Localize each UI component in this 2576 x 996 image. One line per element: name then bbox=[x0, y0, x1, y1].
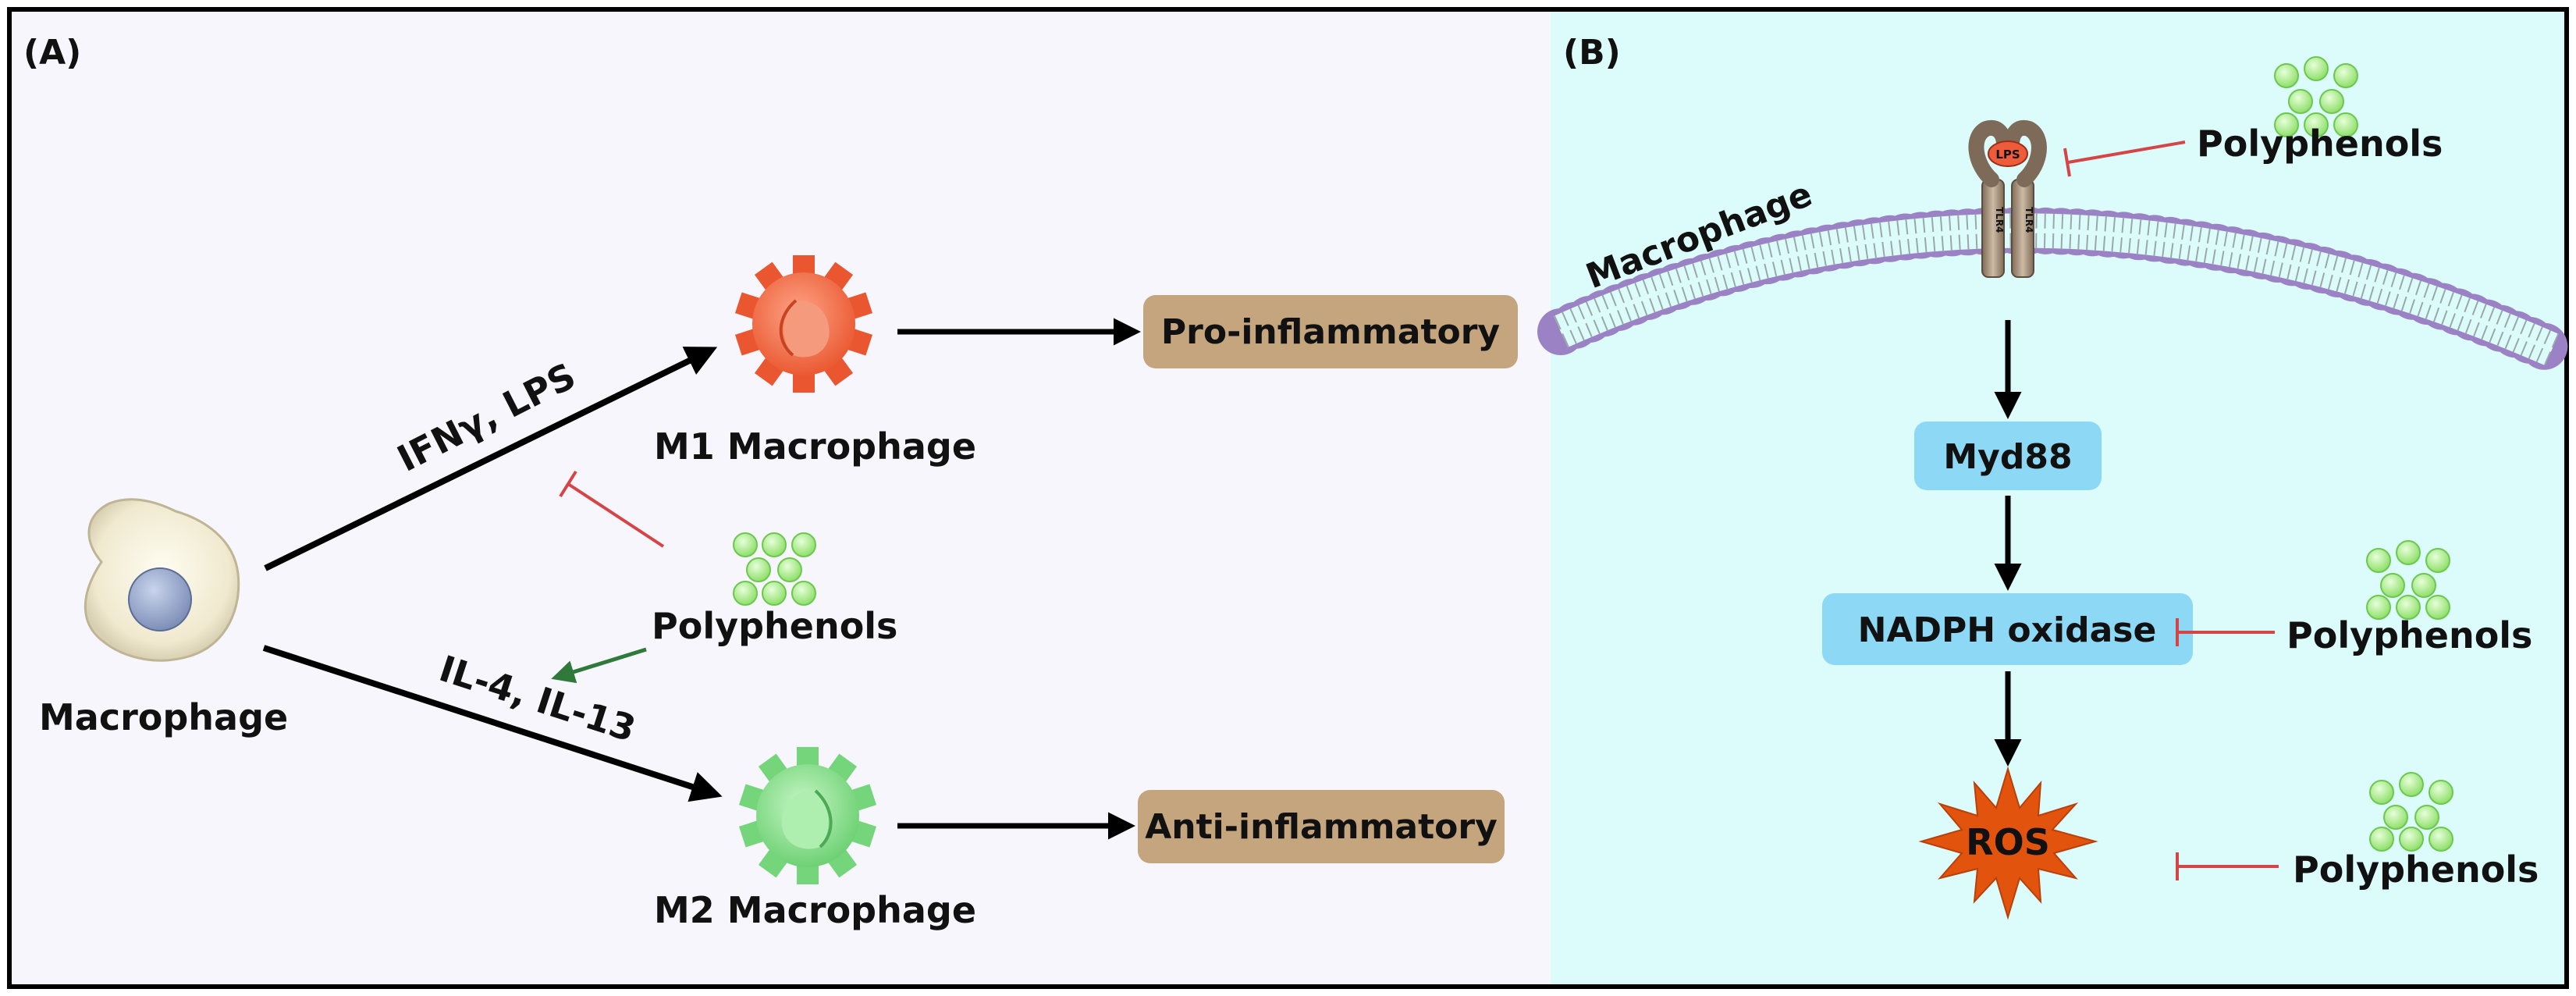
inhibition-line-ros bbox=[2176, 852, 2279, 880]
ros-burst-icon bbox=[1918, 766, 2098, 920]
nadph-oxidase-label: NADPH oxidase bbox=[1858, 610, 2157, 650]
polyphenol-dots-icon bbox=[733, 532, 816, 606]
polyphenol-dots-top-icon bbox=[2274, 56, 2358, 137]
polyphenols-mid-label: Polyphenols bbox=[2286, 614, 2532, 656]
m1-macrophage-label: M1 Macrophage bbox=[654, 425, 976, 468]
polyphenols-top-label: Polyphenols bbox=[2197, 123, 2443, 165]
cell-membrane bbox=[1537, 207, 2575, 373]
figure-border bbox=[7, 7, 2569, 989]
lps-ligand-icon: LPS bbox=[1988, 141, 2028, 167]
nadph-oxidase-box bbox=[1822, 593, 2193, 665]
promotion-arrow-m2 bbox=[551, 647, 647, 684]
anti-inflammatory-label: Anti-inflammatory bbox=[1145, 807, 1498, 847]
inhibition-line-tlr4 bbox=[2063, 141, 2186, 177]
tlr4-right-label: TLR4 bbox=[2023, 207, 2034, 233]
m1-macrophage-icon bbox=[734, 255, 873, 393]
myd88-label: Myd88 bbox=[1943, 437, 2072, 477]
m2-macrophage-icon bbox=[738, 747, 877, 884]
ros-label: ROS bbox=[1966, 821, 2050, 863]
inhibition-line-m1 bbox=[559, 470, 665, 548]
polyphenol-dots-bottom-icon bbox=[2369, 772, 2453, 852]
anti-inflammatory-box bbox=[1138, 790, 1505, 863]
myd88-box bbox=[1914, 422, 2102, 490]
resting-macrophage-label: Macrophage bbox=[39, 696, 288, 738]
tlr4-receptor-icon: TLR4 TLR4 bbox=[1968, 119, 2047, 278]
pro-inflammatory-label: Pro-inflammatory bbox=[1161, 312, 1500, 352]
polyphenols-a-label: Polyphenols bbox=[652, 605, 897, 647]
arrow-to-m1 bbox=[264, 347, 718, 571]
inhibition-line-nadph bbox=[2176, 618, 2275, 646]
polyphenols-bottom-label: Polyphenols bbox=[2293, 848, 2539, 891]
panel-b-label: (B) bbox=[1563, 33, 1621, 73]
lps-label: LPS bbox=[1995, 148, 2020, 162]
arrow-to-m2 bbox=[262, 645, 723, 802]
polyphenol-dots-mid-icon bbox=[2366, 540, 2450, 620]
resting-macrophage-icon bbox=[83, 498, 240, 662]
tlr4-left-label: TLR4 bbox=[1994, 207, 2005, 233]
panel-a-label: (A) bbox=[23, 33, 81, 73]
pro-inflammatory-box bbox=[1143, 295, 1518, 368]
m2-macrophage-label: M2 Macrophage bbox=[654, 889, 976, 931]
